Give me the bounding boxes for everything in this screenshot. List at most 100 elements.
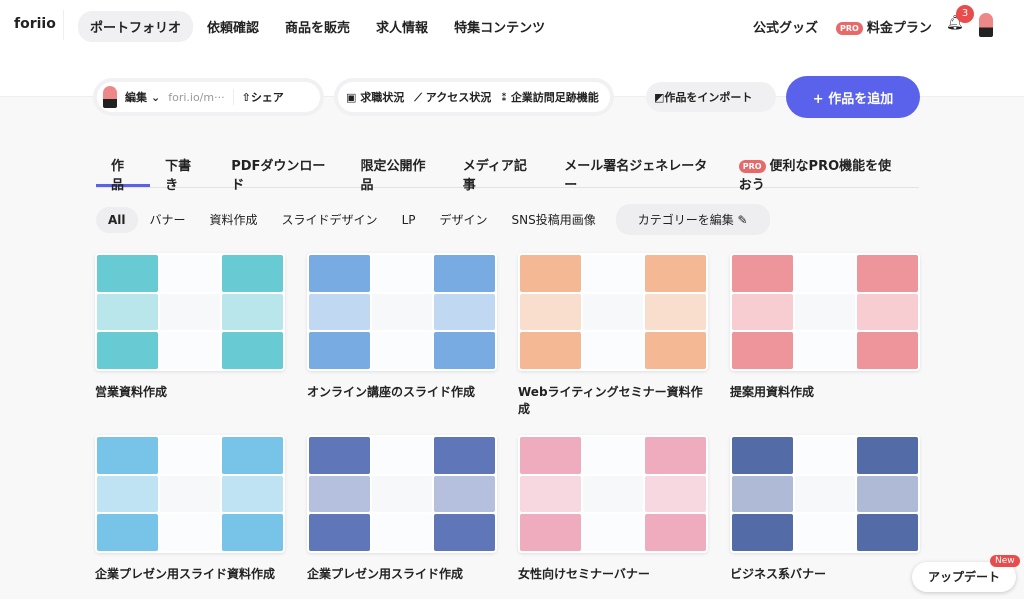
category-design[interactable]: デザイン (439, 213, 488, 227)
category-banner[interactable]: バナー (149, 213, 186, 227)
thumbnail-panel (371, 475, 433, 513)
nav-features[interactable]: 特集コンテンツ (454, 21, 546, 36)
goods-link[interactable]: 公式グッズ (753, 21, 819, 36)
edit-button[interactable]: 編集 (125, 91, 147, 104)
work-card[interactable]: オンライン講座のスライド作成 (307, 253, 497, 400)
work-thumbnail[interactable] (307, 253, 497, 371)
update-button[interactable]: アップデート (912, 562, 1016, 592)
thumbnail-panel (222, 437, 283, 474)
visits-label: 企業訪問足跡機能 (510, 91, 599, 104)
thumbnail-panel (857, 293, 918, 331)
edit-icon: ✎ (733, 213, 748, 227)
work-card[interactable]: 女性向けセミナーバナー (518, 435, 708, 582)
tab-pdf[interactable]: PDFダウンロード (231, 159, 326, 193)
work-card[interactable]: 提案用資料作成 (730, 253, 920, 400)
thumbnail-panel (159, 514, 221, 551)
work-title[interactable]: 女性向けセミナーバナー (518, 567, 650, 581)
thumbnail-panel (645, 514, 706, 551)
thumbnail-panel (520, 332, 581, 369)
import-button[interactable]: ◩ 作品をインポート (646, 82, 776, 112)
chart-icon: ⟋ (414, 91, 426, 104)
work-thumbnail[interactable] (518, 435, 708, 553)
work-title[interactable]: 営業資料作成 (95, 385, 168, 399)
nav-portfolio[interactable]: ポートフォリオ (78, 11, 194, 42)
import-label: 作品をインポート (664, 91, 753, 104)
thumbnail-panel (520, 475, 581, 513)
work-thumbnail[interactable] (518, 253, 708, 371)
category-lp[interactable]: LP (401, 212, 416, 227)
tab-private[interactable]: 限定公開作品 (360, 159, 426, 193)
work-title[interactable]: 提案用資料作成 (730, 385, 815, 399)
nav-requests[interactable]: 依頼確認 (207, 21, 260, 36)
thumbnail-panel (97, 514, 158, 551)
footprint-icon: ⁑ (501, 91, 511, 104)
work-thumbnail[interactable] (95, 435, 285, 553)
thumbnail-panel (371, 293, 433, 331)
visits-button[interactable]: ⁑ 企業訪問足跡機能 (501, 89, 599, 105)
thumbnail-panel (732, 475, 793, 513)
work-card[interactable]: ビジネス系バナー (730, 435, 920, 582)
thumbnail-panel (222, 332, 283, 369)
thumbnail-panel (520, 293, 581, 331)
thumbnail-panel (434, 332, 495, 369)
work-thumbnail[interactable] (730, 435, 920, 553)
work-title[interactable]: Webライティングセミナー資料作成 (518, 385, 703, 416)
thumbnail-panel (794, 293, 856, 331)
thumbnail-panel (97, 332, 158, 369)
work-title[interactable]: オンライン講座のスライド作成 (307, 385, 476, 399)
main-nav: ポートフォリオ 依頼確認 商品を販売 求人情報 特集コンテンツ (78, 11, 557, 42)
category-sns[interactable]: SNS投稿用画像 (511, 213, 596, 227)
thumbnail-panel (222, 255, 283, 292)
thumbnail-panel (434, 255, 495, 292)
thumbnail-panel (434, 475, 495, 513)
divider (63, 10, 64, 40)
thumbnail-panel (434, 437, 495, 474)
tab-drafts[interactable]: 下書き (165, 159, 192, 193)
notification-count: 3 (956, 5, 974, 23)
job-status-label: 求職状況 (360, 91, 405, 104)
category-all[interactable]: All (96, 206, 138, 233)
work-card[interactable]: 企業プレゼン用スライド資料作成 (95, 435, 285, 582)
thumbnail-panel (520, 255, 581, 292)
thumbnail-panel (520, 437, 581, 474)
avatar[interactable] (979, 13, 993, 37)
logo[interactable]: foriio (14, 16, 56, 32)
status-toolbar: ▣ 求職状況 ⟋ アクセス状況 ⁑ 企業訪問足跡機能 (338, 82, 610, 112)
work-card[interactable]: 営業資料作成 (95, 253, 285, 400)
add-work-button[interactable]: + 作品を追加 (786, 76, 920, 118)
nav-jobs[interactable]: 求人情報 (376, 21, 429, 36)
avatar (103, 86, 117, 108)
work-card[interactable]: Webライティングセミナー資料作成 (518, 253, 708, 417)
job-status-button[interactable]: ▣ 求職状況 (346, 89, 404, 105)
thumbnail-panel (857, 437, 918, 474)
access-button[interactable]: ⟋ アクセス状況 (414, 89, 491, 105)
tab-pro-label: 便利なPRO機能を使おう (738, 159, 892, 193)
tab-works[interactable]: 作品 (96, 155, 151, 193)
thumbnail-panel (309, 332, 370, 369)
thumbnail-panel (371, 255, 433, 292)
thumbnail-panel (222, 475, 283, 513)
chevron-down-icon[interactable]: ⌄ (151, 90, 161, 104)
edit-categories-button[interactable]: カテゴリーを編集 ✎ (615, 204, 770, 235)
thumbnail-panel (97, 475, 158, 513)
work-title[interactable]: 企業プレゼン用スライド資料作成 (95, 567, 276, 581)
work-thumbnail[interactable] (307, 435, 497, 553)
work-thumbnail[interactable] (95, 253, 285, 371)
thumbnail-panel (309, 255, 370, 292)
nav-sell[interactable]: 商品を販売 (285, 21, 351, 36)
thumbnail-panel (645, 293, 706, 331)
category-slides[interactable]: スライドデザイン (281, 213, 378, 227)
share-button[interactable]: ⇧シェア (232, 89, 284, 105)
briefcase-icon: ▣ (346, 91, 361, 104)
work-title[interactable]: 企業プレゼン用スライド作成 (307, 567, 464, 581)
work-title[interactable]: ビジネス系バナー (730, 567, 827, 581)
work-card[interactable]: 企業プレゼン用スライド作成 (307, 435, 497, 582)
thumbnail-panel (582, 293, 644, 331)
profile-url[interactable]: fori.io/m··· (168, 90, 225, 104)
work-thumbnail[interactable] (730, 253, 920, 371)
tab-media[interactable]: メディア記事 (462, 159, 527, 193)
tab-signature[interactable]: メール署名ジェネレーター (564, 159, 708, 193)
category-documents[interactable]: 資料作成 (209, 213, 258, 227)
